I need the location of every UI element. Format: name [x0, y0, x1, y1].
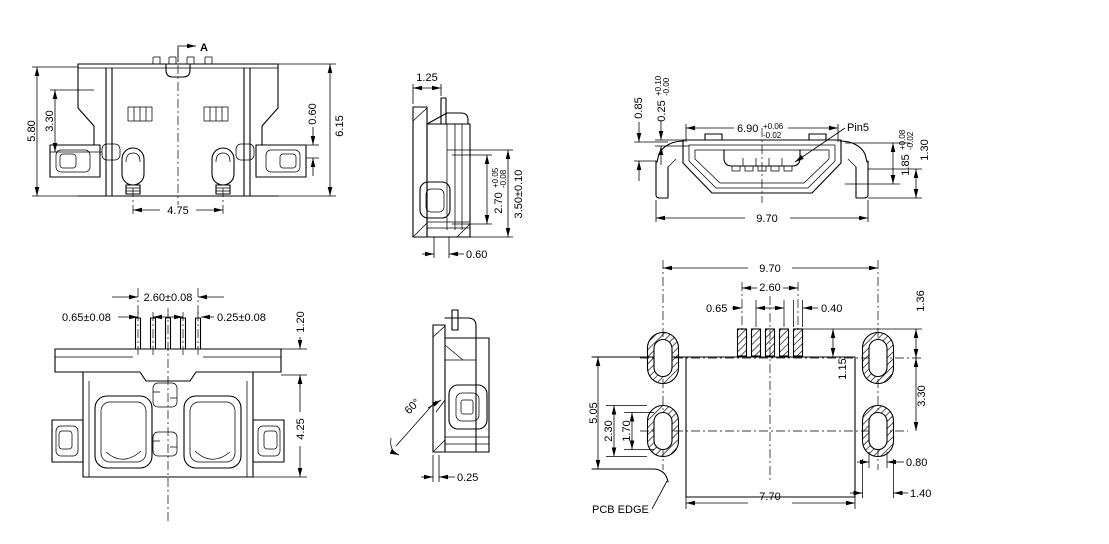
svg-text:+0.05: +0.05 — [491, 167, 500, 188]
pcb-edge-label: PCB EDGE — [592, 504, 649, 516]
svg-text:-0.08: -0.08 — [499, 169, 508, 188]
side-view-upper-dimensions: 1.25 2.70 +0.05 -0.08 3.50±0.10 0.60 — [412, 72, 525, 261]
bottom-view: 2.60±0.08 0.65±0.08 0.25±0.08 1.20 4.25 — [51, 288, 307, 522]
dim-tab-offset: 3.30 — [44, 110, 56, 131]
bottom-view-dimensions: 2.60±0.08 0.65±0.08 0.25±0.08 1.20 4.25 — [62, 288, 307, 478]
front-view-outline — [655, 128, 869, 203]
pad-pin-2 — [750, 328, 762, 357]
pad-pin-4 — [778, 328, 790, 357]
dim-wing-height: 0.85 — [633, 97, 645, 118]
section-label: A — [200, 42, 208, 54]
footprint-body — [685, 356, 856, 498]
dim-pin-width: 0.25±0.08 — [217, 312, 266, 324]
dim-chamfer-angle: 60° — [403, 397, 423, 417]
dim-pin-pad-width: 0.40 — [821, 303, 842, 315]
side-view-lower-dimensions: 60° 0.25 — [389, 397, 478, 484]
dim-wall-thickness: 0.25 — [457, 472, 478, 484]
dim-pad-row-spacing: 3.30 — [916, 385, 928, 406]
dim-overall-height: 6.15 — [334, 115, 346, 136]
dim-pin-pitch: 0.65±0.08 — [62, 312, 111, 324]
svg-text:+0.10: +0.10 — [654, 75, 663, 96]
dim-pin-pad-offset: 1.36 — [915, 290, 927, 311]
dim-pad-outer-height: 2.30 — [603, 420, 615, 441]
dim-lip-height: 0.25 +0.10 -0.00 — [654, 75, 671, 122]
svg-text:0.25: 0.25 — [656, 100, 668, 121]
svg-text:6.90: 6.90 — [737, 123, 758, 135]
dim-body-height-left: 5.80 — [26, 120, 38, 141]
pcb-pads — [646, 328, 895, 458]
dim-overall-width: 9.70 — [756, 213, 777, 225]
dim-shell-height: 1.85 +0.08 -0.02 — [898, 129, 915, 176]
dim-edge-to-pad: 5.05 — [588, 402, 600, 423]
side-view-lower: 60° 0.25 — [389, 309, 490, 484]
pin5-label: Pin5 — [847, 122, 869, 134]
dim-top-width: 1.25 — [416, 72, 437, 84]
dim-cavity-height: 2.70 +0.05 -0.08 — [491, 167, 508, 214]
top-view: A 5.80 3.30 0.60 6.15 4.75 — [26, 42, 346, 217]
side-view-upper-outline — [412, 97, 471, 238]
dim-pad-outer-width: 1.40 — [910, 488, 931, 500]
front-view: 0.85 0.25 +0.10 -0.00 6.90 +0.06 -0.02 P… — [633, 75, 931, 225]
svg-text:+0.08: +0.08 — [898, 129, 907, 150]
front-view-dimensions: 0.85 0.25 +0.10 -0.00 6.90 +0.06 -0.02 P… — [633, 75, 931, 225]
pcb-dimensions: 9.70 2.60 0.65 0.40 1.15 1.36 3.30 — [588, 263, 931, 516]
dim-pin-pad-height: 1.15 — [837, 358, 849, 379]
dim-body-depth: 4.25 — [295, 418, 307, 439]
dim-leg-height: 1.30 — [919, 139, 931, 160]
dim-body-width: 7.70 — [759, 491, 780, 503]
svg-text:-0.00: -0.00 — [662, 77, 671, 96]
dim-flange-depth: 1.20 — [295, 311, 307, 332]
pcb-footprint: 9.70 2.60 0.65 0.40 1.15 1.36 3.30 — [588, 260, 931, 516]
dim-pad-inner-width: 0.80 — [906, 457, 927, 469]
svg-text:-0.02: -0.02 — [763, 131, 782, 140]
dim-leg-spacing: 4.75 — [167, 205, 188, 217]
dim-pad-column-span: 9.70 — [759, 263, 780, 275]
dim-pad-inner-height: 1.70 — [621, 420, 633, 441]
svg-text:1.85: 1.85 — [900, 154, 912, 175]
top-view-section-arrow: A — [177, 42, 208, 62]
bottom-view-outline — [51, 308, 285, 522]
top-view-dimensions: 5.80 3.30 0.60 6.15 4.75 — [26, 63, 346, 217]
pad-pin-1 — [736, 328, 748, 357]
dim-tab-height: 0.60 — [307, 103, 319, 124]
pad-pin-3 — [764, 328, 776, 357]
dim-opening-width: 6.90 +0.06 -0.02 — [737, 122, 784, 140]
dim-pin-pad-span: 2.60 — [759, 282, 780, 294]
dim-bottom-width: 0.60 — [466, 249, 487, 261]
side-view-lower-outline — [432, 309, 490, 453]
svg-text:2.70: 2.70 — [493, 192, 505, 213]
side-view-upper: 1.25 2.70 +0.05 -0.08 3.50±0.10 0.60 — [412, 72, 525, 261]
dim-overall-height-side: 3.50±0.10 — [513, 170, 525, 219]
dim-pin-pad-pitch: 0.65 — [706, 303, 727, 315]
svg-text:-0.02: -0.02 — [906, 131, 915, 150]
top-view-outline — [49, 48, 307, 205]
svg-text:+0.06: +0.06 — [763, 122, 784, 131]
pad-pin-5 — [792, 328, 804, 357]
dim-pin-span: 2.60±0.08 — [144, 292, 193, 304]
